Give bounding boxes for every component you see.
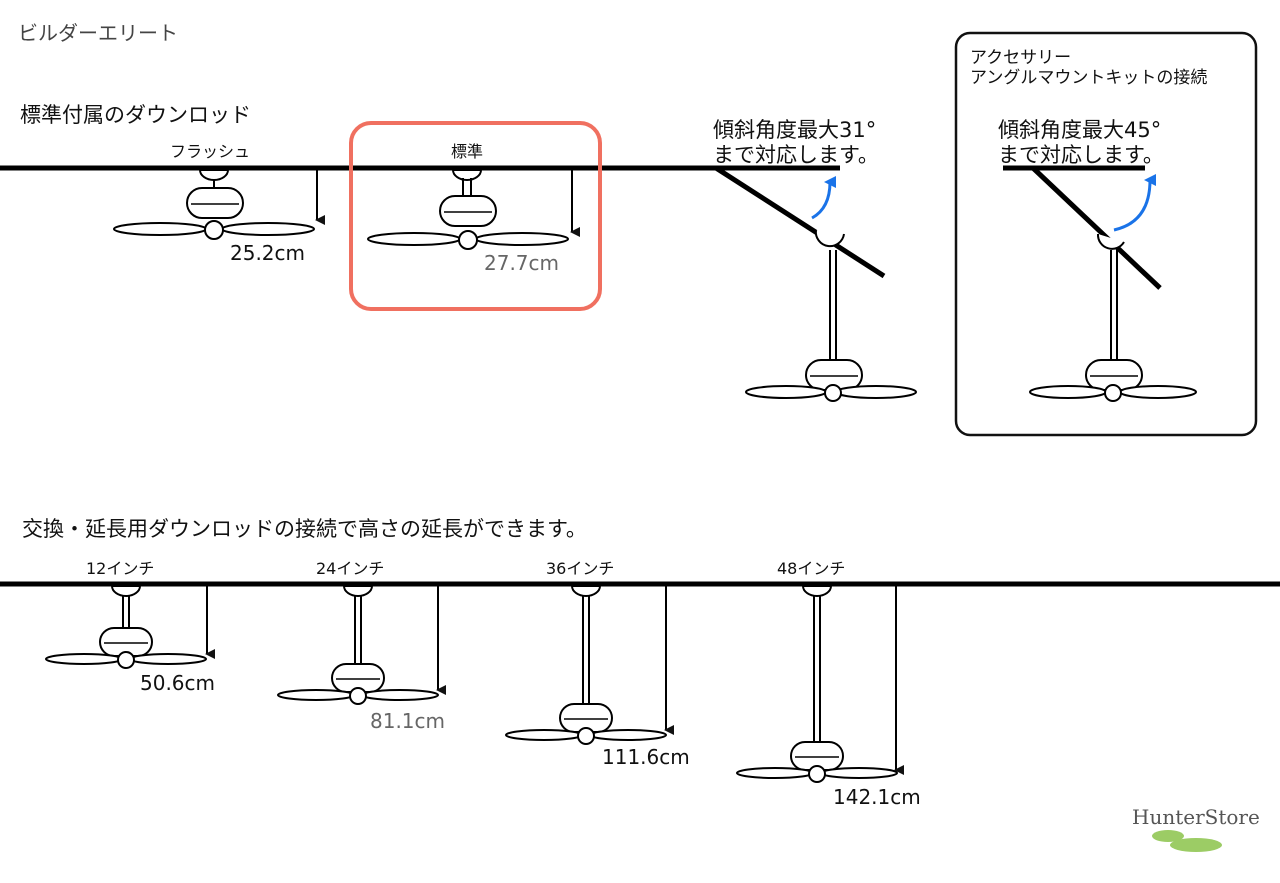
logo-text: HunterStore: [1132, 805, 1260, 829]
rod-48-measure: 142.1cm: [833, 785, 921, 809]
section-bottom-heading: 交換・延長用ダウンロッドの接続で高さの延長ができます。: [22, 517, 587, 541]
logo-leaf-icon: [1152, 830, 1222, 852]
fan-rod-48: [736, 585, 904, 783]
fan-flush: [113, 169, 325, 240]
flush-measure: 25.2cm: [230, 241, 306, 265]
section-top-heading: 標準付属のダウンロッド: [20, 103, 251, 127]
fan-angle-mount-45: [1003, 165, 1197, 402]
page-title: ビルダーエリート: [18, 21, 178, 45]
fan-rod-24: [277, 585, 446, 705]
highlight-standard: [349, 121, 602, 311]
rod-48-label: 48インチ: [777, 559, 846, 578]
accessory-note-line2: まで対応します。: [998, 143, 1164, 167]
accessory-box: [954, 31, 1258, 437]
rod-24-label: 24インチ: [316, 559, 385, 578]
fan-sloped-31: [714, 165, 917, 402]
rod-36-label: 36インチ: [546, 559, 615, 578]
fan-rod-36: [505, 585, 674, 745]
accessory-title-line2: アングルマウントキットの接続: [970, 68, 1208, 88]
accessory-note-line1: 傾斜角度最大45°: [998, 118, 1162, 142]
flush-label: フラッシュ: [170, 142, 251, 161]
standard-measure: 27.7cm: [484, 251, 560, 275]
rod-12-label: 12インチ: [86, 559, 155, 578]
slope-note-line2: まで対応します。: [713, 143, 879, 167]
slope-note-line1: 傾斜角度最大31°: [713, 118, 877, 142]
rod-12-measure: 50.6cm: [140, 671, 216, 695]
fan-standard: [367, 169, 580, 250]
standard-label: 標準: [451, 142, 484, 161]
fan-rod-12: [45, 585, 215, 669]
accessory-title-line1: アクセサリー: [970, 48, 1072, 68]
rod-24-measure: 81.1cm: [370, 709, 446, 733]
rod-36-measure: 111.6cm: [602, 745, 690, 769]
